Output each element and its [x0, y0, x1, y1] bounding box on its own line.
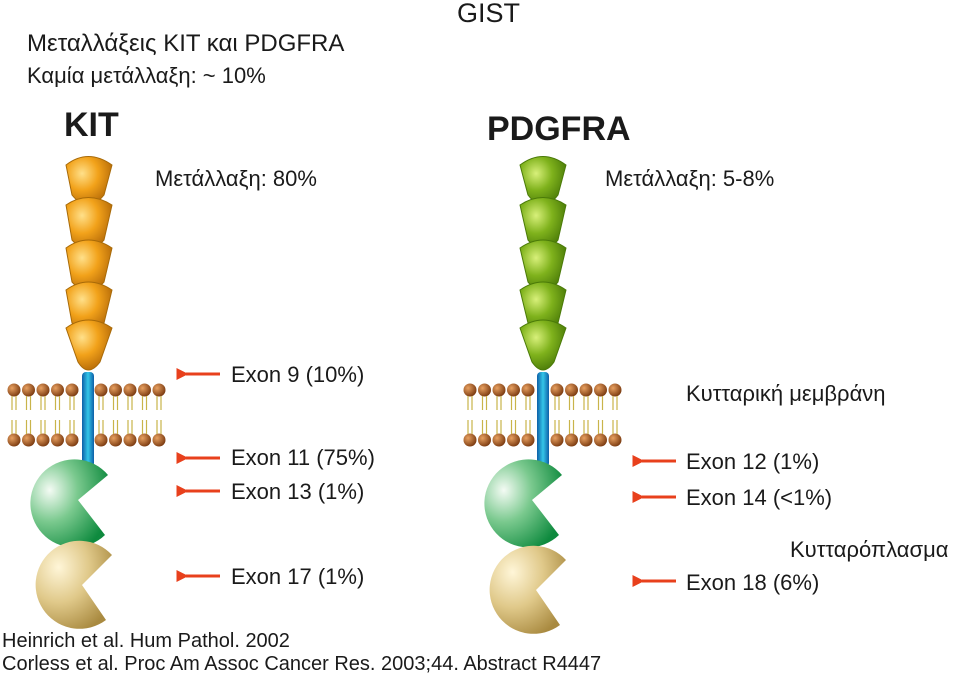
lipid-head	[594, 383, 607, 397]
pdgfra-membrane	[463, 383, 622, 447]
lipid-head	[109, 383, 122, 397]
lipid-head	[152, 383, 166, 397]
kit-extracellular-domains	[65, 156, 113, 371]
kit-kinase-domain-2	[35, 540, 112, 629]
lipid-head	[492, 433, 506, 447]
pdgfra-exon-12-label: Exon 12 (1%)	[686, 449, 820, 474]
kit-membrane	[7, 383, 166, 447]
lipid-head	[492, 383, 506, 397]
page-title: GIST	[457, 0, 521, 28]
lipid-head	[123, 383, 137, 397]
lipid-head	[463, 383, 477, 397]
pdgfra-kinase-domain-1	[484, 459, 562, 548]
kit-transmembrane-helix	[82, 372, 94, 467]
lipid-head	[152, 433, 166, 447]
lipid-head	[51, 433, 64, 447]
lipid-head	[138, 383, 151, 397]
lipid-head	[65, 383, 79, 397]
reference-2: Corless et al. Proc Am Assoc Cancer Res.…	[2, 653, 602, 675]
lipid-head	[51, 383, 64, 397]
lipid-head	[478, 433, 491, 447]
lipid-head	[123, 433, 137, 447]
lipid-head	[65, 433, 79, 447]
lipid-head	[608, 433, 622, 447]
lipid-head	[594, 433, 607, 447]
lipid-head	[521, 383, 535, 397]
lipid-head	[7, 383, 21, 397]
membrane-label: Κυτταρική μεμβράνη	[686, 381, 886, 406]
kit-exon-17-label: Exon 17 (1%)	[231, 564, 365, 589]
pdgfra-mutation-label: Μετάλλαξη: 5-8%	[605, 166, 775, 191]
pdgfra-kinase-domain-2	[489, 545, 566, 634]
pdgfra-domain-5	[519, 319, 567, 371]
reference-1: Heinrich et al. Hum Pathol. 2002	[2, 630, 290, 652]
lipid-head	[463, 433, 477, 447]
lipid-head	[579, 383, 593, 397]
lipid-head	[579, 433, 593, 447]
lipid-head	[550, 383, 564, 397]
kit-kinase-domain-1	[30, 459, 109, 548]
lipid-head	[36, 433, 50, 447]
lipid-head	[94, 383, 108, 397]
cytoplasm-label: Κυτταρόπλασμα	[790, 537, 949, 562]
lipid-head	[550, 433, 564, 447]
lipid-head	[478, 383, 491, 397]
no-mutation-label: Καμία μετάλλαξη: ~ 10%	[27, 63, 266, 88]
kit-domain-5	[65, 319, 113, 371]
exon-arrows	[176, 368, 676, 587]
lipid-head	[138, 433, 151, 447]
lipid-head	[7, 433, 21, 447]
lipid-head	[507, 383, 520, 397]
kit-mutation-label: Μετάλλαξη: 80%	[155, 166, 317, 191]
pdgfra-extracellular-domains	[519, 156, 567, 371]
lipid-head	[565, 433, 578, 447]
lipid-head	[565, 383, 578, 397]
lipid-head	[521, 433, 535, 447]
lipid-head	[507, 433, 520, 447]
pdgfra-exon-14-label: Exon 14 (<1%)	[686, 485, 833, 510]
pdgfra-transmembrane-helix	[537, 372, 549, 467]
lipid-head	[608, 383, 622, 397]
pdgfra-exon-18-label: Exon 18 (6%)	[686, 570, 820, 595]
subtitle: Μεταλλάξεις KIT και PDGFRA	[27, 30, 345, 57]
lipid-head	[94, 433, 108, 447]
kit-exon-11-label: Exon 11 (75%)	[231, 445, 375, 470]
lipid-head	[22, 433, 35, 447]
kit-gene-label: KIT	[64, 106, 119, 144]
kit-exon-13-label: Exon 13 (1%)	[231, 479, 365, 504]
lipid-head	[36, 383, 50, 397]
kit-exon-9-label: Exon 9 (10%)	[231, 362, 365, 387]
lipid-head	[109, 433, 122, 447]
lipid-head	[22, 383, 35, 397]
pdgfra-gene-label: PDGFRA	[487, 110, 631, 148]
